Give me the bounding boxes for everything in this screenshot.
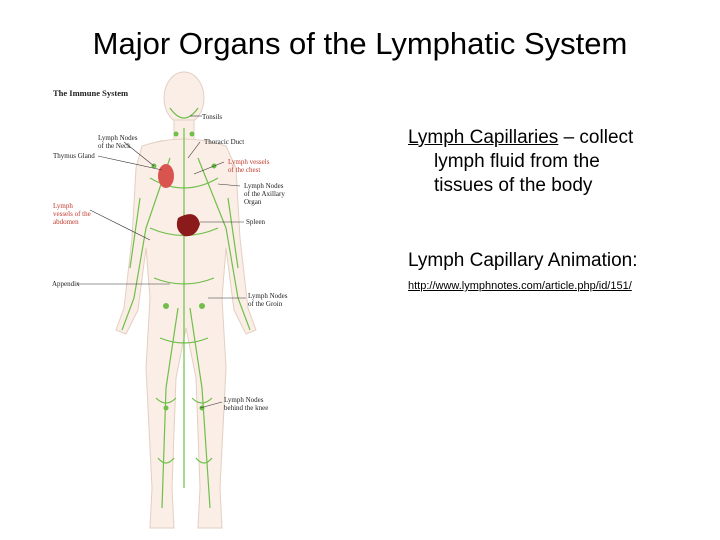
body-silhouette xyxy=(115,71,257,529)
body-illustration xyxy=(76,71,257,529)
label-spleen: Spleen xyxy=(246,218,266,226)
spleen-shape xyxy=(176,214,200,237)
label-thoracic-duct: Thoracic Duct xyxy=(204,138,245,146)
label-neck-nodes: Lymph Nodes of the Neck xyxy=(98,134,138,150)
bullet-lymph-capillaries: Lymph Capillaries – collect lymph fluid … xyxy=(408,126,708,198)
slide-title: Major Organs of the Lymphatic System xyxy=(92,26,628,61)
label-abdomen-vessels: Lymph vessels of the abdomen xyxy=(53,202,91,226)
figure-heading: The Immune System xyxy=(53,88,129,98)
leader-lines xyxy=(76,115,246,409)
lymphatic-system-figure: The Immune System Tonsils Lymph Nodes of… xyxy=(50,68,350,538)
term-lymph-capillaries: Lymph Capillaries xyxy=(408,127,559,148)
label-axillary: Lymph Nodes of the Axillary Organ xyxy=(244,182,285,206)
heart-thymus-region xyxy=(158,164,174,188)
bullet1-line2: lymph fluid from the xyxy=(434,151,600,172)
label-chest-vessels: Lymph vessels of the chest xyxy=(228,158,270,174)
bullet1-rest: – collect xyxy=(558,127,634,148)
label-appendix: Appendix xyxy=(52,280,80,288)
label-knee: Lymph Nodes behind the knee xyxy=(224,396,269,412)
bullet1-line3: tissues of the body xyxy=(434,175,593,196)
lymph-vessels xyxy=(121,107,251,509)
animation-link[interactable]: http://www.lymphnotes.com/article.php/id… xyxy=(408,280,632,292)
label-groin: Lymph Nodes of the Groin xyxy=(248,292,288,308)
label-thymus: Thymus Gland xyxy=(53,152,95,160)
label-tonsils: Tonsils xyxy=(202,113,223,121)
bullet-animation: Lymph Capillary Animation: xyxy=(408,250,638,271)
